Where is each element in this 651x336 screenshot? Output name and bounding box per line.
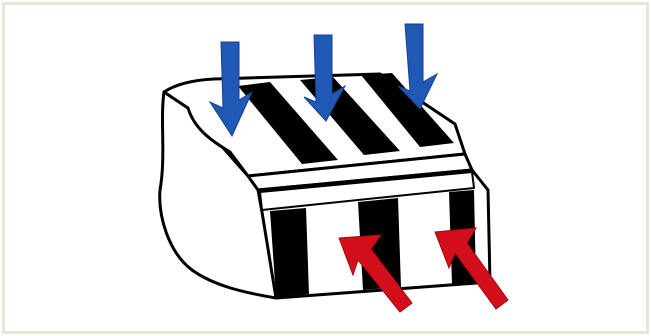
block-top-band — [259, 171, 475, 211]
red-arrow-1 — [338, 234, 413, 313]
red-arrow-2 — [434, 227, 509, 310]
block — [158, 72, 492, 300]
front-stripe-1 — [270, 208, 309, 297]
front-arrows — [338, 227, 509, 313]
top-arrows — [208, 23, 439, 138]
blue-arrow-3 — [397, 23, 439, 110]
top-stripe-1 — [238, 82, 338, 164]
top-stripe-3 — [361, 73, 454, 147]
block-left-face — [158, 90, 278, 300]
blue-arrow-1 — [208, 41, 254, 138]
blue-arrow-2 — [303, 34, 347, 122]
